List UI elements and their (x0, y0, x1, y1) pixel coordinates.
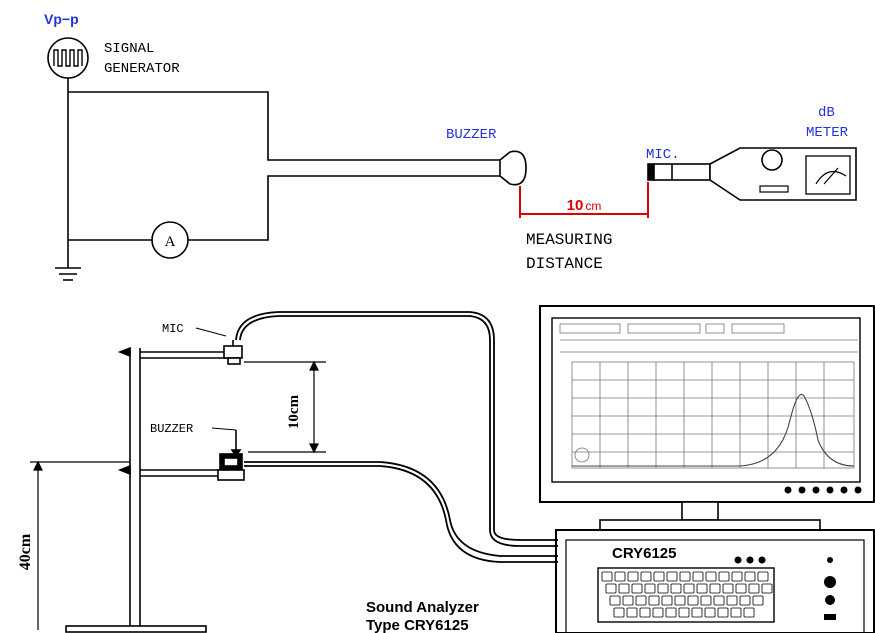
keyboard-key (601, 571, 613, 582)
keyboard-key (627, 571, 639, 582)
keyboard-key (626, 607, 638, 618)
keyboard-key (726, 595, 738, 606)
gap-dimension-marker (244, 360, 326, 454)
analyzer-model-label: CRY6125 (612, 545, 676, 562)
ammeter-label: A (165, 234, 176, 250)
signal-generator-icon (47, 37, 89, 79)
buzzer-leader-line (211, 427, 237, 431)
keyboard-key (700, 595, 712, 606)
keyboard-key (691, 607, 703, 618)
screen-graph (559, 323, 858, 469)
keyboard-key (692, 571, 704, 582)
keyboard-key (666, 571, 678, 582)
keyboard-key (739, 595, 751, 606)
keyboard-key (718, 571, 730, 582)
keyboard-key (605, 583, 617, 594)
circuit-wires (67, 78, 500, 268)
caption-line2: Type CRY6125 (366, 617, 469, 633)
generator-label-line1: SIGNAL (104, 41, 154, 57)
keyboard-key (674, 595, 686, 606)
keyboard-key (748, 583, 760, 594)
keyboard-key (696, 583, 708, 594)
keyboard-key (757, 571, 769, 582)
ground-icon (55, 267, 81, 281)
stand-icon (65, 346, 230, 633)
keyboard-key (683, 583, 695, 594)
keyboard-key (731, 571, 743, 582)
keyboard-key (761, 583, 773, 594)
meter-label-line2: METER (806, 125, 849, 141)
measuring-distance-marker (519, 182, 649, 218)
keyboard-key (622, 595, 634, 606)
meter-label-line1: dB (818, 105, 835, 121)
keyboard-key (648, 595, 660, 606)
bottom-mic-label: MIC (162, 322, 184, 336)
buzzer-mount-icon (217, 430, 558, 563)
keyboard-key (743, 607, 755, 618)
monitor-buttons (784, 486, 862, 494)
ammeter-icon (151, 221, 189, 259)
keyboard-key (730, 607, 742, 618)
generator-label-line2: GENERATOR (104, 61, 180, 77)
microphone-icon (647, 163, 711, 181)
keyboard-key (618, 583, 630, 594)
keyboard-key (657, 583, 669, 594)
keyboard-key (744, 571, 756, 582)
distance-value: 10 (567, 197, 584, 214)
bottom-buzzer-label: BUZZER (150, 422, 193, 436)
analyzer-box-icon (555, 529, 875, 633)
keyboard-key (661, 595, 673, 606)
distance-unit: cm (585, 199, 601, 213)
keyboard-key (665, 607, 677, 618)
keyboard-key (705, 571, 717, 582)
mic-clamp-icon (223, 311, 558, 547)
keyboard-key (653, 571, 665, 582)
height-label: 40cm (17, 533, 34, 570)
keyboard-key (713, 595, 725, 606)
gap-label: 10cm (286, 394, 302, 429)
voltage-label: Vp−p (44, 11, 79, 27)
height-dimension-marker (30, 460, 130, 630)
mic-label: MIC. (646, 147, 680, 163)
keyboard-key (687, 595, 699, 606)
keyboard-key (640, 571, 652, 582)
keyboard-key (704, 607, 716, 618)
measuring-label-line1: MEASURING (526, 231, 612, 249)
keyboard-key (635, 595, 647, 606)
db-meter-icon (709, 147, 857, 201)
keyboard-key (644, 583, 656, 594)
keyboard-key (722, 583, 734, 594)
keyboard-key (678, 607, 690, 618)
buzzer-icon (499, 150, 527, 186)
keyboard-key (609, 595, 621, 606)
caption-line1: Sound Analyzer (366, 599, 479, 616)
keyboard-key (670, 583, 682, 594)
keyboard-key (613, 607, 625, 618)
mic-leader-line (195, 327, 227, 337)
keyboard-key (752, 595, 764, 606)
keyboard-icon (597, 567, 775, 623)
keyboard-key (679, 571, 691, 582)
keyboard-key (652, 607, 664, 618)
keyboard-key (614, 571, 626, 582)
keyboard-key (639, 607, 651, 618)
buzzer-label: BUZZER (446, 127, 497, 143)
measuring-label-line2: DISTANCE (526, 255, 603, 273)
keyboard-key (717, 607, 729, 618)
keyboard-key (709, 583, 721, 594)
keyboard-key (735, 583, 747, 594)
keyboard-key (631, 583, 643, 594)
